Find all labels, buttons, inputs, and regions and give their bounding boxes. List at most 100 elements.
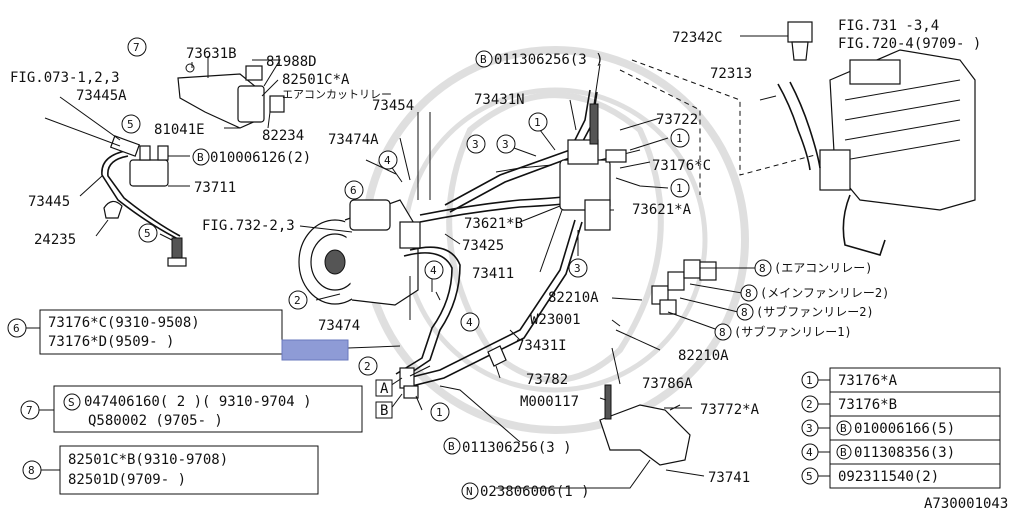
variant-box-8: 8 82501C*B(9310-9708) 82501D(9709- ) [22,445,319,495]
box-a-frame [375,379,393,397]
label-72342c: 72342C [672,30,723,46]
legend-prefix: B [840,422,847,435]
callout-1-right-b: 1 [676,182,683,195]
variant-box-6: 6 73176*C(9310-9508) 73176*D(9509- ) [7,309,349,361]
callout-7: 7 [133,41,140,54]
callout-8-relay2: 8 [745,287,752,300]
label-73431n: 73431N [474,92,525,108]
label-b011306256-top: 011306256(3 ) [494,52,604,68]
label-fig720: FIG.720-4(9709- ) [838,36,981,52]
label-73431i: 73431I [516,338,567,354]
label-fig073: FIG.073-1,2,3 [10,70,120,86]
callout-markers: 7 5 5 B 4 6 2 4 4 2 1 B 1 3 3 1 1 3 8 8 … [121,37,772,500]
callout-3-low: 3 [574,262,581,275]
callout-8-relay3: 8 [741,306,748,319]
bracket-assembly [177,63,285,129]
callout-n-bot: N [466,485,473,498]
box6-line1: 73176*C(9310-9508) [48,315,200,331]
leader-lines [59,35,788,489]
label-73411: 73411 [472,266,514,282]
label-24235: 24235 [34,232,76,248]
grommet-72342c [787,21,813,61]
callout-4-mid: 4 [430,264,437,277]
callout-7-box: 7 [26,404,33,417]
legend-row-1: 1 73176*A [801,371,898,389]
switch-73711 [129,145,169,187]
callout-6-box: 6 [13,322,20,335]
legend-row-3: 3 B 010006166(5) [801,419,955,437]
legend-row-5: 5 092311540(2) [801,467,939,485]
callout-4-low: 4 [466,316,473,329]
label-relay-main-fan2: (メインファンリレー2) [760,286,889,300]
callout-5-top: 5 [127,118,134,131]
evaporator-unit [819,49,976,256]
label-73786a: 73786A [642,376,693,392]
label-n023806006: 023806006(1 ) [480,484,590,500]
label-relay-aircon: (エアコンリレー) [774,261,872,275]
label-w23001: W23001 [530,312,581,328]
label-72313: 72313 [710,66,752,82]
legend-part: 092311540(2) [838,469,939,485]
box-b-label: B [380,403,388,419]
label-relay-sub-fan2: (サブファンリレー2) [756,304,874,319]
legend-num: 2 [806,398,813,411]
label-aircon-cut-relay: エアコンカットリレー [282,88,392,101]
bolt-5-lower [167,237,187,267]
callout-1-low: 1 [436,406,443,419]
callout-4-top: 4 [384,154,391,167]
bracket-73741 [599,384,691,466]
label-73454: 73454 [372,98,414,114]
legend-prefix: B [840,446,847,459]
callout-3-mid: 3 [502,138,509,151]
label-82210a-bot: 82210A [678,348,729,364]
label-82210a-top: 82210A [548,290,599,306]
legend-part: 73176*A [838,373,898,389]
callout-b-010006126: B [197,151,204,164]
label-73474: 73474 [318,318,360,334]
hose-73474 [395,219,583,389]
label-b011306256-bot: 011306256(3 ) [462,440,572,456]
label-82234: 82234 [262,128,304,144]
callout-8-relay1: 8 [759,262,766,275]
compressor [298,199,421,306]
label-73782: 73782 [526,372,568,388]
label-73621b: 73621*B [464,216,523,232]
fitting-ab [399,367,419,399]
legend-part: 011308356(3) [854,445,955,461]
legend-table: 1 73176*A 2 73176*B 3 B 010006166(5) 4 B… [801,367,1001,489]
label-73474a: 73474A [328,132,379,148]
label-73176c: 73176*C [652,158,711,174]
legend-part: 010006166(5) [854,421,955,437]
box8-line1: 82501C*B(9310-9708) [68,452,228,468]
callout-6-mid: 6 [350,184,357,197]
clip-24235 [103,200,123,219]
box7-line1: 047406160( 2 )( 9310-9704 ) [84,394,312,410]
variant-box-7: 7 S 047406160( 2 )( 9310-9704 ) Q580002 … [20,385,363,433]
legend-num: 1 [806,374,813,387]
callout-b-bot: B [448,440,455,453]
callout-s: S [68,396,75,409]
legend-num: 4 [806,446,813,459]
legend-num: 5 [806,470,813,483]
label-relay-sub-fan1: (サブファンリレー1) [734,324,852,339]
label-73621a: 73621*A [632,202,692,218]
label-73772a: 73772*A [700,402,760,418]
relay-cluster [651,259,756,331]
box7-line2: Q580002 (9705- ) [88,413,223,429]
dashed-guides [619,59,816,195]
highlight-marker [281,339,349,361]
label-82501ca: 82501C*A [282,72,350,88]
clip-73782 [487,345,507,367]
callout-8-box: 8 [28,464,35,477]
callout-5-left: 5 [144,227,151,240]
label-73741: 73741 [708,470,750,486]
box-b-frame [375,401,393,419]
figure-code: A730001043 [924,496,1008,512]
box8-line2: 82501D(9709- ) [68,472,186,488]
box-a-label: A [380,381,389,397]
callout-2-left: 2 [294,294,301,307]
label-73445: 73445 [28,194,70,210]
label-73631b: 73631B [186,46,237,62]
callout-1-right-a: 1 [676,132,683,145]
